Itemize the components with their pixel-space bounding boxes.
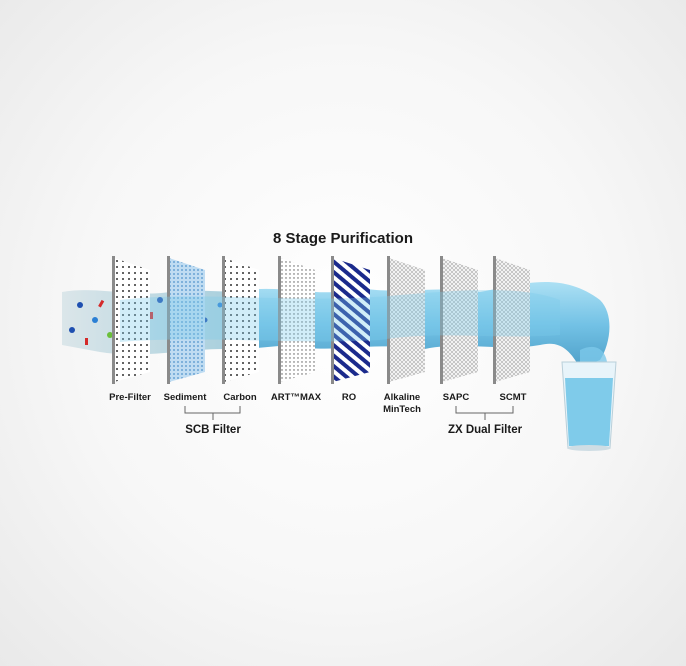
filter-panel-pre-filter <box>112 256 150 384</box>
stage-label-sapc: SAPC <box>442 392 470 403</box>
zx-bracket <box>455 406 514 420</box>
stage-label-line1: Alkaline <box>383 392 421 403</box>
group-label-zx: ZX Dual Filter <box>447 424 523 436</box>
filter-panel-artmax <box>278 256 315 384</box>
scb-bracket <box>184 406 241 420</box>
filter-panel-sediment <box>167 256 205 384</box>
filter-panel-carbon <box>222 256 259 384</box>
stage-label-scmt: SCMT <box>499 392 527 403</box>
filter-panel-ro <box>331 256 370 384</box>
stage-label-alkaline: Alkaline MinTech <box>362 392 442 416</box>
filter-panels <box>112 256 530 384</box>
stage-label-ro: RO <box>341 392 357 403</box>
filter-panel-sapc <box>440 256 478 384</box>
stage-label-line2: MinTech <box>383 404 421 415</box>
filter-panel-alkaline <box>387 256 425 384</box>
stage-label-sediment: Sediment <box>163 392 207 403</box>
group-label-scb: SCB Filter <box>185 424 241 436</box>
stage-label-carbon: Carbon <box>223 392 257 403</box>
contaminant-particles <box>69 297 223 345</box>
page-title: 8 Stage Purification <box>272 230 414 247</box>
filter-panel-scmt <box>493 256 530 384</box>
stage-label-pre-filter: Pre-Filter <box>109 392 151 403</box>
stage-label-artmax: ART™MAX <box>270 392 322 403</box>
water-glass <box>561 361 617 451</box>
